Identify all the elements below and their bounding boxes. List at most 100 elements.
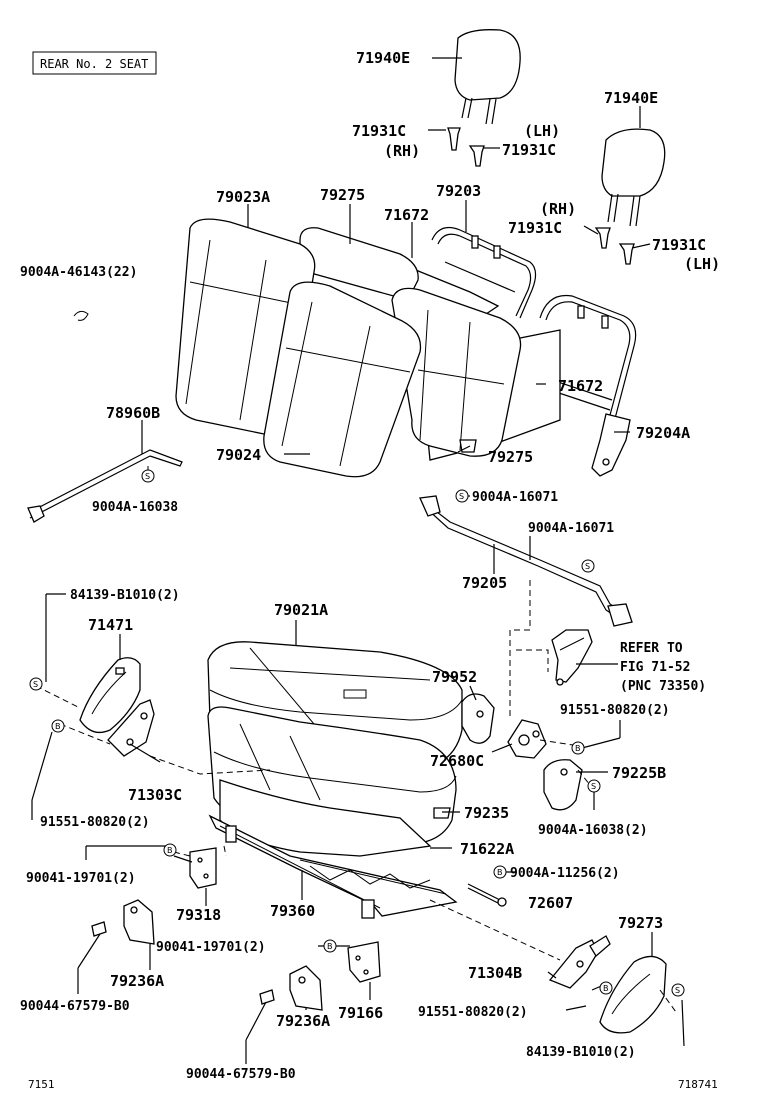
headrest-guides [447,127,635,265]
callout-refer-to: REFER TO [620,641,683,656]
cover-79236A-b [289,965,323,1011]
recliner-72680C [507,719,547,759]
callout-79275: 79275 [320,186,365,204]
headrest-left [454,29,521,125]
hinge-71303C [107,699,155,757]
callout-9004A-11256: 9004A-11256(2) [510,866,620,881]
cover-79236A-a [123,899,155,945]
hinge-cover-71471 [79,657,141,734]
cover-79225B [543,759,583,811]
callout-71304B: 71304B [468,964,522,982]
callout-9004A-16071: 9004A-16071 [528,521,614,536]
seat-back-frame-left [431,227,537,319]
callout-71940E: 71940E [604,89,658,107]
callout-79024: 79024 [216,446,261,464]
svg-text:B: B [55,722,61,731]
callout-side-rh: (RH) [540,200,576,218]
screw-symbol-icon: S [141,469,155,483]
callout-79021A: 79021A [274,601,328,619]
callout-labels: 71940E 71940E 71931C (RH) (LH) 71931C 79… [20,49,720,1082]
callout-79273: 79273 [618,914,663,932]
callout-side-lh: (LH) [684,255,720,273]
section-label-box [32,51,157,75]
cushion-frame-79360 [208,814,458,919]
svg-text:S: S [585,562,590,571]
bolt-symbol-icon: B [51,719,65,733]
svg-text:B: B [575,744,581,753]
bracket-79166 [347,941,381,983]
section-label: REAR No. 2 SEAT [40,57,148,71]
hinge-cover-79952 [461,693,495,744]
bracket-79318 [189,847,217,889]
callout-90041-19701: 90041-19701(2) [26,871,136,886]
svg-text:S: S [675,986,680,995]
callout-79360: 79360 [270,902,315,920]
callout-9004A-16038: 9004A-16038 [92,500,178,515]
callout-71303C: 71303C [128,786,182,804]
callout-91551-80820: 91551-80820(2) [40,815,150,830]
headrest-right [601,128,666,227]
callout-71940E: 71940E [356,49,410,67]
callout-refer-fig: FIG 71-52 [620,660,690,675]
callout-79204A: 79204A [636,424,690,442]
callout-71471: 71471 [88,616,133,634]
callout-side-lh: (LH) [524,122,560,140]
callout-72680C: 72680C [430,752,484,770]
callout-9004A-16071: 9004A-16071 [472,490,558,505]
bolts-90044 [91,921,275,1005]
callout-79203: 79203 [436,182,481,200]
bolt-symbol-icon: B [163,843,177,857]
callout-90044-67579-B0: 90044-67579-B0 [20,999,130,1014]
callout-79166: 79166 [338,1004,383,1022]
seat-back-cover-rear [299,227,522,457]
callout-refer-pnc: (PNC 73350) [620,679,706,694]
seat-back-frame-right [539,294,637,477]
callout-9004A-46143: 9004A-46143(22) [20,265,137,280]
svg-text:B: B [167,846,173,855]
rod-79205 [419,495,633,627]
svg-text:S: S [145,472,150,481]
callout-90041-19701: 90041-19701(2) [156,940,266,955]
callout-79318: 79318 [176,906,221,924]
clip-icon [73,310,89,321]
footer-right-code: 718741 [678,1078,718,1091]
screw-symbol-icon: S [671,983,685,997]
callout-side-rh: (RH) [384,142,420,160]
callout-71931C: 71931C [502,141,556,159]
callout-71622A: 71622A [460,840,514,858]
svg-text:B: B [603,984,609,993]
screw-symbol-icon: S [587,779,601,793]
seat-back-79024 [263,281,422,478]
bolt-symbol-icon: B [493,865,507,879]
bolt-symbol-icon: B [571,741,585,755]
rod-78960B [27,449,183,523]
callout-71672: 71672 [558,377,603,395]
latch-refer [551,629,593,686]
fastener-symbols: S S S S B B S B B B B S [29,469,685,997]
callout-71931C: 71931C [352,122,406,140]
callout-79236A: 79236A [276,1012,330,1030]
cover-79273 [599,955,667,1034]
callout-84139-B1010: 84139-B1010(2) [526,1045,636,1060]
screw-symbol-icon: S [455,489,469,503]
callout-84139-B1010: 84139-B1010(2) [70,588,180,603]
callout-79236A: 79236A [110,972,164,990]
screw-symbol-icon: S [581,559,595,573]
footer-left-code: 7151 [28,1078,55,1091]
screw-symbol-icon: S [29,677,43,691]
svg-text:B: B [497,868,503,877]
callout-79952: 79952 [432,668,477,686]
bolt-symbol-icon: B [599,981,613,995]
callout-9004A-16038: 9004A-16038(2) [538,823,648,838]
callout-90044-67579-B0: 90044-67579-B0 [186,1067,296,1082]
callout-79275: 79275 [488,448,533,466]
callout-78960B: 78960B [106,404,160,422]
callout-79235: 79235 [464,804,509,822]
svg-text:S: S [33,680,38,689]
callout-71931C: 71931C [508,219,562,237]
callout-71931C: 71931C [652,236,706,254]
callout-91551-80820: 91551-80820(2) [418,1005,528,1020]
callout-79023A: 79023A [216,188,270,206]
